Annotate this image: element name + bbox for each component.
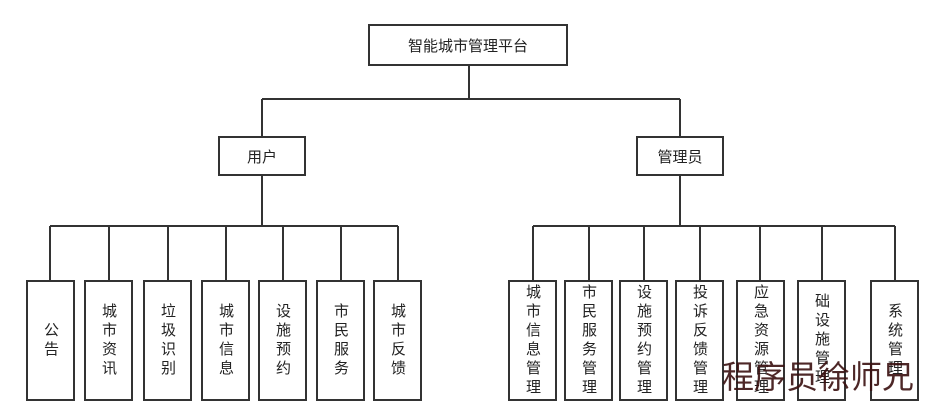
leaf-label: 系统管理 — [886, 302, 904, 379]
leaf-node: 市民服务 — [316, 280, 365, 401]
root-node: 智能城市管理平台 — [368, 24, 568, 66]
leaf-node: 设施预约 — [258, 280, 307, 401]
role-label-user: 用户 — [246, 147, 277, 166]
leaf-node: 城市信息管理 — [508, 280, 557, 401]
root-node-label: 智能城市管理平台 — [407, 36, 528, 55]
role-label-admin: 管理员 — [657, 147, 703, 166]
leaf-label: 城市信息 — [217, 302, 235, 379]
leaf-label: 设施预约管理 — [635, 283, 653, 398]
leaf-node: 公告 — [26, 280, 75, 401]
role-node-admin: 管理员 — [636, 136, 724, 176]
leaf-label: 投诉反馈管理 — [691, 283, 709, 398]
leaf-node: 城市信息 — [201, 280, 250, 401]
leaf-label: 应急资源管理 — [752, 283, 770, 398]
leaf-label: 城市反馈 — [389, 302, 407, 379]
leaf-label: 城市资讯 — [100, 302, 118, 379]
leaf-label: 城市信息管理 — [524, 283, 542, 398]
leaf-node: 城市反馈 — [373, 280, 422, 401]
leaf-node: 垃圾识别 — [143, 280, 192, 401]
leaf-label: 设施预约 — [274, 302, 292, 379]
leaf-label: 市民服务管理 — [580, 283, 598, 398]
leaf-node: 投诉反馈管理 — [675, 280, 724, 401]
watermark-text: 程序员徐师兄 — [722, 358, 915, 396]
leaf-node: 设施预约管理 — [619, 280, 668, 401]
leaf-label: 公告 — [42, 321, 60, 360]
leaf-label: 垃圾识别 — [159, 302, 177, 379]
leaf-label: 市民服务 — [332, 302, 350, 379]
leaf-node: 城市资讯 — [84, 280, 133, 401]
leaf-node: 应急资源管理 — [736, 280, 785, 401]
role-node-user: 用户 — [218, 136, 306, 176]
leaf-node: 系统管理 — [870, 280, 919, 401]
leaf-node: 础设施管理 — [797, 280, 846, 401]
leaf-label: 础设施管理 — [813, 293, 831, 388]
leaf-node: 市民服务管理 — [564, 280, 613, 401]
